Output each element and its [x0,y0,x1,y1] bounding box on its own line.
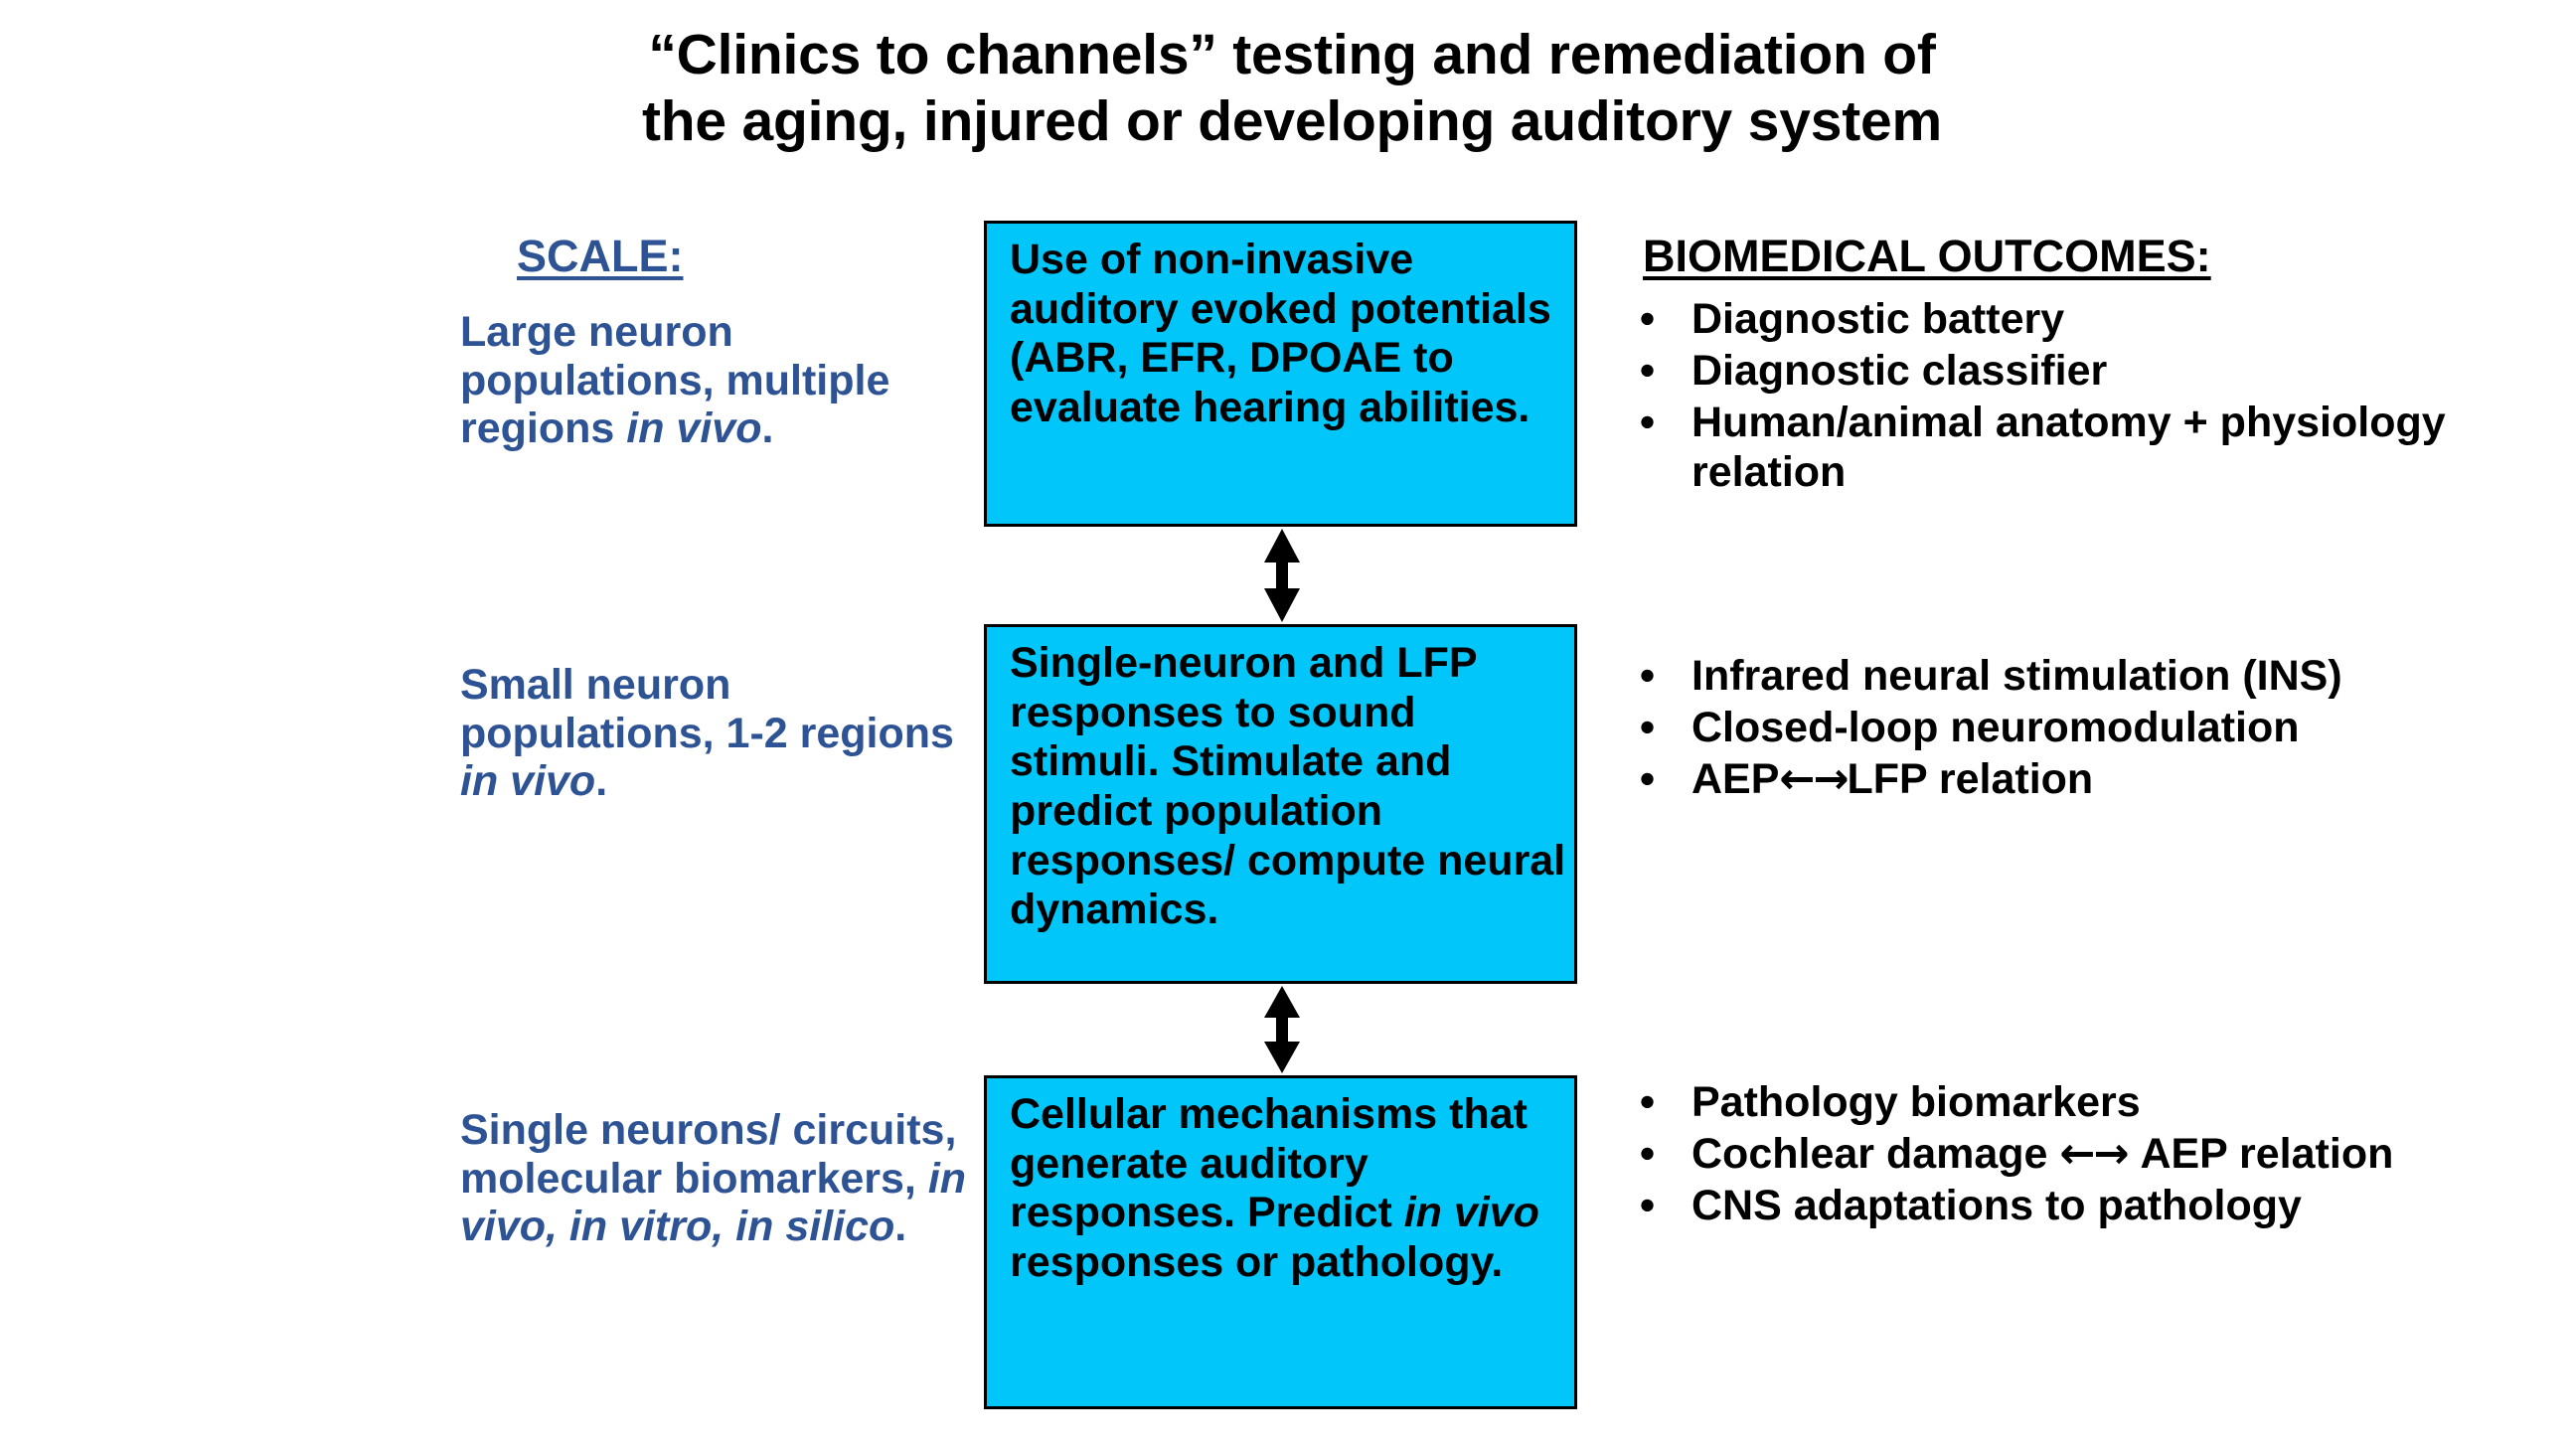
outcomes-group-3: • Pathology biomarkers • Cochlear damage ←→… [1640,1078,2475,1233]
bullet-dot-icon: • [1640,703,1656,751]
process-box-2-text: Single-neuron and LFP responses to sound… [1010,639,1566,934]
scale-level-single: Single neurons/ circuits, molecular biom… [460,1106,967,1251]
outcome-bullet-item: • Human/animal anatomy + physiology relat… [1640,399,2475,498]
double-headed-vertical-arrow-icon [1252,984,1312,1075]
bidirectional-arrow-icon: ←→ [2059,1128,2141,1179]
bidirectional-arrow-icon: ←→ [1779,753,1849,804]
outcomes-column-header: BIOMEDICAL OUTCOMES: [1643,231,2211,281]
process-box-3-text: Cellular mechanisms that generate audito… [1010,1090,1539,1286]
outcome-bullet-label: Cochlear damage ←→ AEP relation [1691,1128,2394,1179]
bullet-dot-icon: • [1640,652,1656,700]
outcome-bullet-item: • AEP←→LFP relation [1640,753,2475,805]
bullet-dot-icon: • [1640,398,1656,446]
scale-level-small: Small neuron populations, 1-2 regions in… [460,661,954,806]
outcome-bullet-item: • Diagnostic battery [1640,295,2475,345]
scale-level-large: Large neuron populations, multiple regio… [460,308,890,453]
outcome-bullet-item: • CNS adaptations to pathology [1640,1182,2475,1231]
outcome-bullet-label: CNS adaptations to pathology [1691,1181,2302,1229]
outcome-bullet-label: Pathology biomarkers [1691,1078,2141,1126]
process-box-cellular-mechanisms[interactable]: Cellular mechanisms that generate audito… [984,1075,1577,1409]
bullet-dot-icon: • [1640,1181,1656,1229]
page-title: “Clinics to channels” testing and remedi… [642,23,1942,153]
process-box-1-text: Use of non-invasive auditory evoked pote… [1010,236,1551,431]
outcome-bullet-item: • Cochlear damage ←→ AEP relation [1640,1128,2475,1180]
double-headed-vertical-arrow-icon [1252,527,1312,624]
bullet-dot-icon: • [1640,346,1656,395]
outcome-bullet-label: Closed-loop neuromodulation [1691,703,2300,751]
bullet-dot-icon: • [1640,1078,1656,1126]
bullet-dot-icon: • [1640,295,1656,343]
scale-column-header: SCALE: [517,231,684,281]
bullet-dot-icon: • [1640,754,1656,803]
outcome-bullet-item: • Pathology biomarkers [1640,1078,2475,1128]
process-box-noninvasive-aep[interactable]: Use of non-invasive auditory evoked pote… [984,221,1577,527]
outcome-bullet-label: AEP←→LFP relation [1691,753,2094,804]
outcome-bullet-label: Infrared neural stimulation (INS) [1691,652,2342,700]
outcome-bullet-label: Diagnostic classifier [1691,346,2108,395]
outcome-bullet-label: Human/animal anatomy + physiology relati… [1691,398,2446,496]
outcome-bullet-label: Diagnostic battery [1691,295,2065,343]
bullet-dot-icon: • [1640,1129,1656,1178]
outcome-bullet-item: • Diagnostic classifier [1640,347,2475,397]
outcome-bullet-item: • Infrared neural stimulation (INS) [1640,652,2475,702]
outcome-bullet-item: • Closed-loop neuromodulation [1640,704,2475,753]
outcomes-group-1: • Diagnostic battery • Diagnostic classifie… [1640,295,2475,500]
process-box-single-neuron-lfp[interactable]: Single-neuron and LFP responses to sound… [984,624,1577,984]
arrow-2-svg [1264,986,1300,1073]
outcomes-group-2: • Infrared neural stimulation (INS) • Close… [1640,652,2475,807]
arrow-1-svg [1264,529,1300,622]
